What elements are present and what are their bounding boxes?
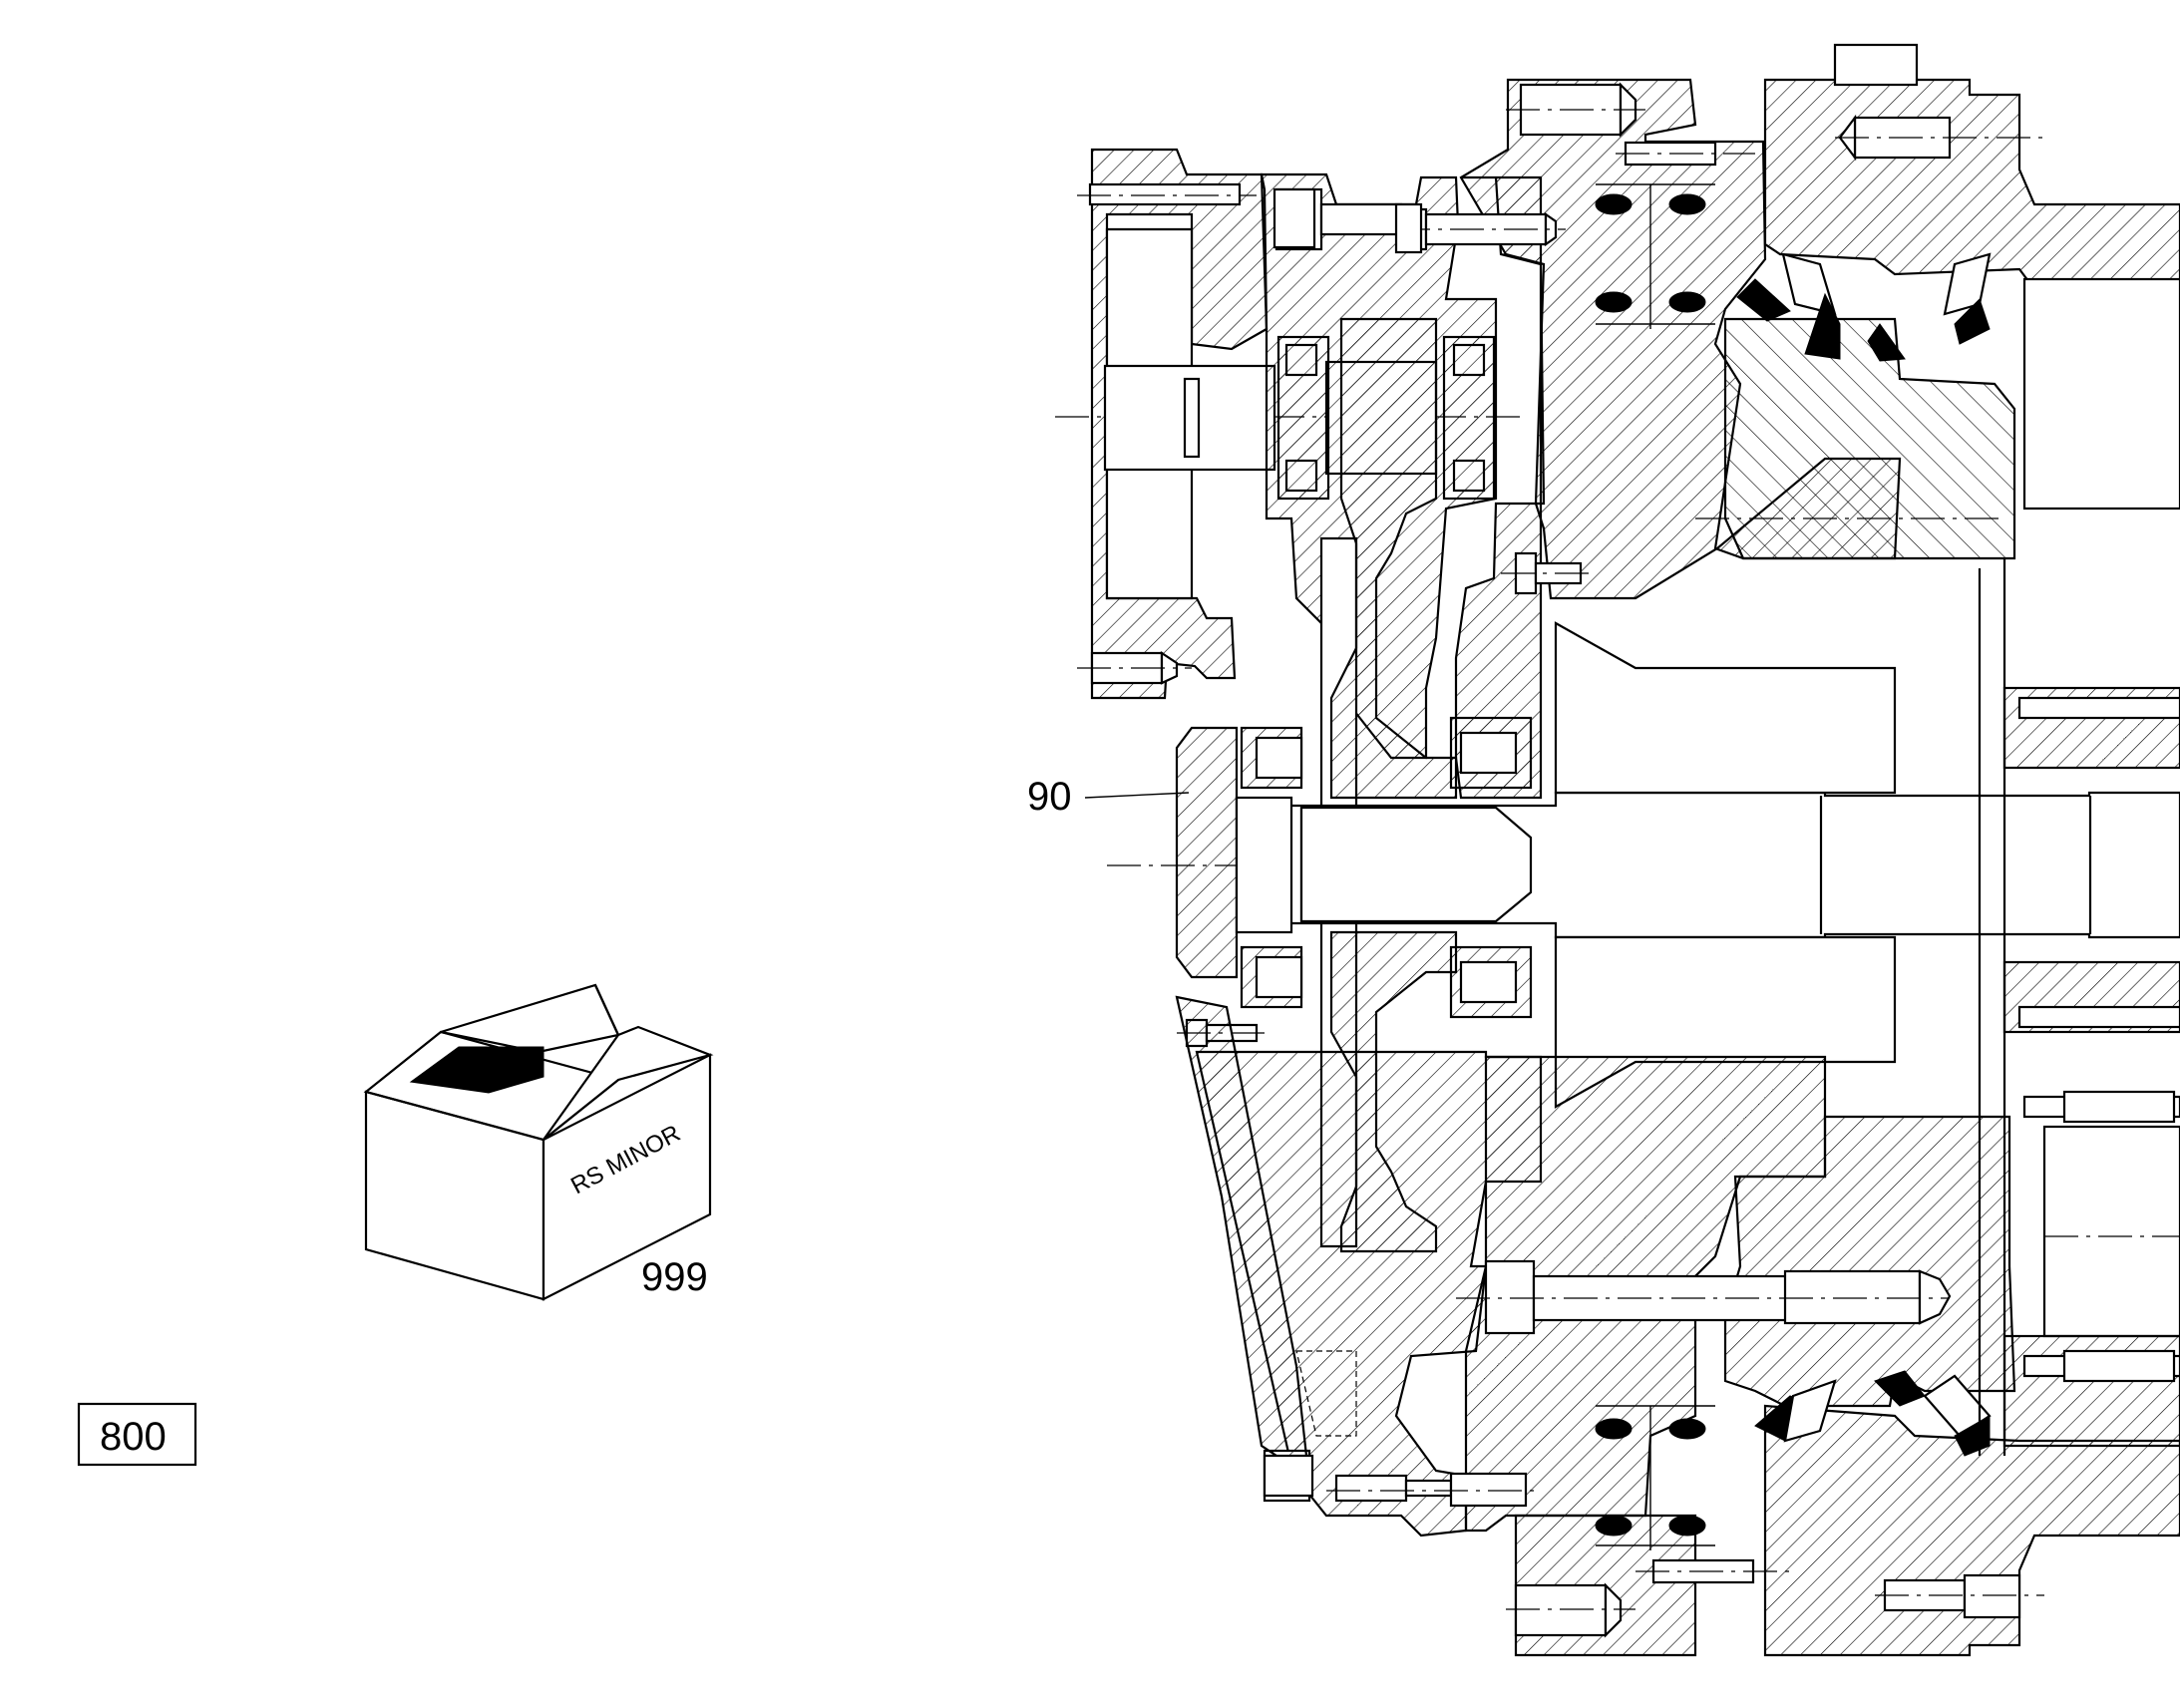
packaging-box: RS MINOR	[363, 983, 714, 1301]
box-flap-right	[543, 1025, 714, 1141]
outer-ring-lower	[1763, 1404, 2180, 1657]
hidden-detail	[1295, 1350, 1357, 1437]
box-tape	[409, 1046, 545, 1094]
cross-section	[1055, 43, 2180, 1657]
label-800-frame	[77, 1402, 197, 1467]
label-999: 999	[641, 1255, 708, 1299]
leader-90	[1084, 792, 1190, 799]
bolts-upper	[1077, 43, 2044, 685]
inner-bore-upper	[2022, 277, 2180, 511]
sun-pinion	[1299, 806, 1533, 923]
bearing-hub-lower	[1723, 1115, 2016, 1408]
pinion-groove	[1183, 377, 1201, 459]
inner-bore-lower	[2042, 1125, 2180, 1338]
cone-upper	[1554, 621, 1897, 795]
seal-lower-1	[1595, 1405, 1715, 1550]
end-cover-bore	[1235, 796, 1293, 934]
label-800-box: 800	[77, 1402, 197, 1467]
right-spline-area	[1695, 517, 2180, 1456]
label-90: 90	[1027, 775, 1072, 819]
label-800: 800	[100, 1415, 167, 1459]
bearing-hub-upper	[1723, 317, 2016, 560]
planet-bearings	[1240, 716, 1533, 1019]
long-bolt	[1456, 1259, 1952, 1335]
seal-upper-1	[1595, 183, 1715, 329]
end-cover	[1175, 726, 1239, 979]
outer-ring-upper	[1763, 78, 2180, 291]
planet-web-upper	[1329, 317, 1458, 800]
hub-plate-upper	[1454, 175, 1546, 800]
box-side-face	[542, 1053, 712, 1301]
